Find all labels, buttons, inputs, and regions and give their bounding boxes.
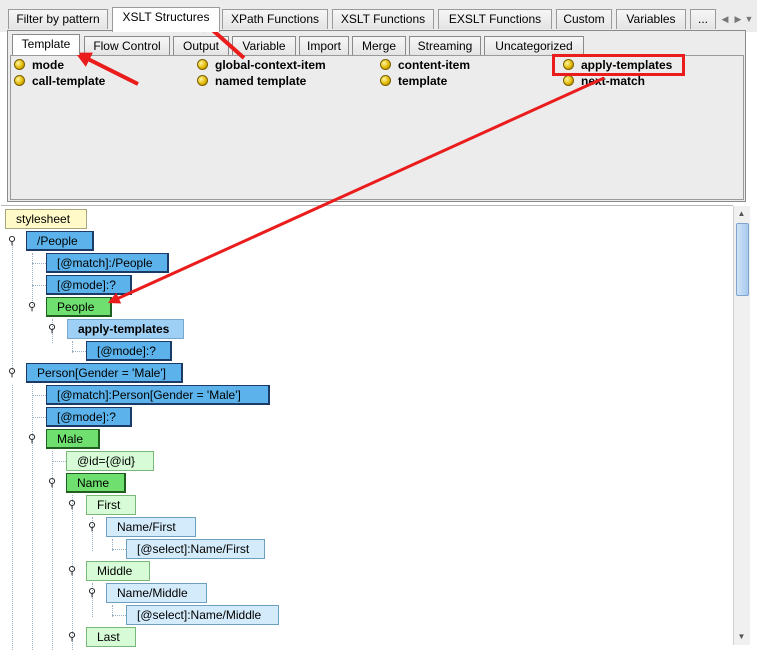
tree-node-stylesheet[interactable]: stylesheet — [5, 209, 87, 229]
tree-connector — [12, 385, 13, 650]
tree-connector — [32, 285, 46, 286]
tree-node-male-element[interactable]: Male — [46, 429, 100, 449]
tree-node-middle-element[interactable]: Middle — [86, 561, 150, 581]
tab-variable[interactable]: Variable — [232, 36, 296, 55]
chevron-up-icon[interactable]: ▲ — [737, 209, 746, 218]
bullet-icon — [563, 75, 574, 86]
pin-icon[interactable]: ⚲ — [27, 433, 37, 445]
tab-custom[interactable]: Custom — [556, 9, 612, 29]
tree-node-select-attribute[interactable]: [@select]:Name/First — [126, 539, 265, 559]
list-item-content-item[interactable]: content-item — [380, 57, 470, 73]
tab-more[interactable]: ... — [690, 9, 716, 29]
tree-node-template-person-male[interactable]: Person[Gender = 'Male'] — [26, 363, 183, 383]
tree-node-people-element[interactable]: People — [46, 297, 112, 317]
pin-icon[interactable]: ⚲ — [87, 587, 97, 599]
tree-node-first-element[interactable]: First — [86, 495, 136, 515]
pin-icon[interactable]: ⚲ — [7, 235, 17, 247]
tree-scrollbar[interactable]: ▲ ▼ — [733, 206, 750, 645]
list-item-next-match[interactable]: next-match — [563, 73, 645, 89]
tree-connector — [32, 417, 46, 418]
tab-streaming[interactable]: Streaming — [409, 36, 481, 55]
tree-connector — [32, 395, 46, 396]
tree-node-apply-templates[interactable]: apply-templates — [67, 319, 184, 339]
tab-template[interactable]: Template — [12, 34, 80, 55]
tree-connector — [52, 451, 53, 650]
tree-node-mode-attribute[interactable]: [@mode]:? — [46, 275, 132, 295]
tree-connector — [112, 615, 126, 616]
bullet-icon — [563, 59, 574, 70]
pin-icon[interactable]: ⚲ — [47, 323, 57, 335]
pin-icon[interactable]: ⚲ — [67, 499, 77, 511]
tree-connector — [32, 263, 46, 264]
tab-variables[interactable]: Variables — [616, 9, 686, 29]
tree-node-mode-attribute[interactable]: [@mode]:? — [46, 407, 132, 427]
tree-connector — [72, 495, 73, 650]
tree-node-value-of-middle[interactable]: Name/Middle — [106, 583, 207, 603]
tree-connector — [32, 385, 33, 650]
chevron-left-icon[interactable]: ◀ — [721, 14, 729, 24]
tree-node-last-element[interactable]: Last — [86, 627, 136, 647]
bullet-icon — [197, 75, 208, 86]
tab-xslt-functions[interactable]: XSLT Functions — [332, 9, 434, 29]
pin-icon[interactable]: ⚲ — [27, 301, 37, 313]
scrollbar-thumb[interactable] — [736, 223, 749, 296]
tree-node-match-attribute[interactable]: [@match]:Person[Gender = 'Male'] — [46, 385, 270, 405]
pin-icon[interactable]: ⚲ — [47, 477, 57, 489]
list-item-call-template[interactable]: call-template — [14, 73, 105, 89]
pin-icon[interactable]: ⚲ — [67, 631, 77, 643]
chevron-right-icon[interactable]: ▶ — [734, 14, 742, 24]
chevron-down-icon[interactable]: ▼ — [737, 632, 746, 641]
tree-connector — [112, 539, 113, 551]
tab-output[interactable]: Output — [173, 36, 229, 55]
tree-connector — [72, 341, 73, 353]
tree-connector — [12, 243, 13, 372]
tree-connector — [112, 605, 113, 617]
tab-merge[interactable]: Merge — [352, 36, 406, 55]
list-item-global-context-item[interactable]: global-context-item — [197, 57, 326, 73]
bullet-icon — [380, 75, 391, 86]
pin-icon[interactable]: ⚲ — [7, 367, 17, 379]
tree-connector — [32, 253, 33, 305]
tree-node-match-attribute[interactable]: [@match]:/People — [46, 253, 169, 273]
chevron-down-icon[interactable]: ▼ — [744, 14, 754, 24]
tree-connector — [72, 351, 86, 352]
tab-filter-by-pattern[interactable]: Filter by pattern — [8, 9, 108, 29]
tab-uncategorized[interactable]: Uncategorized — [484, 36, 584, 55]
tree-node-mode-attribute[interactable]: [@mode]:? — [86, 341, 172, 361]
bullet-icon — [380, 59, 391, 70]
stylesheet-tree: ⚲ ⚲ ⚲ ⚲ ⚲ ⚲ ⚲ ⚲ ⚲ ⚲ ⚲ stylesheet /People… — [1, 205, 733, 650]
tree-connector — [92, 517, 93, 551]
pin-icon[interactable]: ⚲ — [87, 521, 97, 533]
tab-import[interactable]: Import — [299, 36, 349, 55]
list-item-apply-templates[interactable]: apply-templates — [563, 57, 672, 73]
list-item-mode[interactable]: mode — [14, 57, 64, 73]
tab-exslt-functions[interactable]: EXSLT Functions — [438, 9, 552, 29]
tab-xslt-structures[interactable]: XSLT Structures — [112, 7, 220, 32]
pin-icon[interactable]: ⚲ — [67, 565, 77, 577]
bullet-icon — [14, 59, 25, 70]
tree-connector — [52, 461, 66, 462]
tree-connector — [112, 549, 126, 550]
bullet-icon — [14, 75, 25, 86]
tree-node-id-attribute[interactable]: @id={@id} — [66, 451, 154, 471]
top-tab-strip: Filter by pattern XSLT Structures XPath … — [0, 0, 757, 32]
list-item-template[interactable]: template — [380, 73, 447, 89]
tree-node-name-element[interactable]: Name — [66, 473, 126, 493]
bullet-icon — [197, 59, 208, 70]
tab-xpath-functions[interactable]: XPath Functions — [222, 9, 328, 29]
tree-node-select-attribute[interactable]: [@select]:Name/Middle — [126, 605, 279, 625]
tree-node-value-of-first[interactable]: Name/First — [106, 517, 196, 537]
tree-connector — [92, 583, 93, 617]
tree-node-template-people[interactable]: /People — [26, 231, 94, 251]
list-item-named-template[interactable]: named template — [197, 73, 306, 89]
tree-connector — [52, 319, 53, 343]
tab-flow-control[interactable]: Flow Control — [84, 36, 170, 55]
